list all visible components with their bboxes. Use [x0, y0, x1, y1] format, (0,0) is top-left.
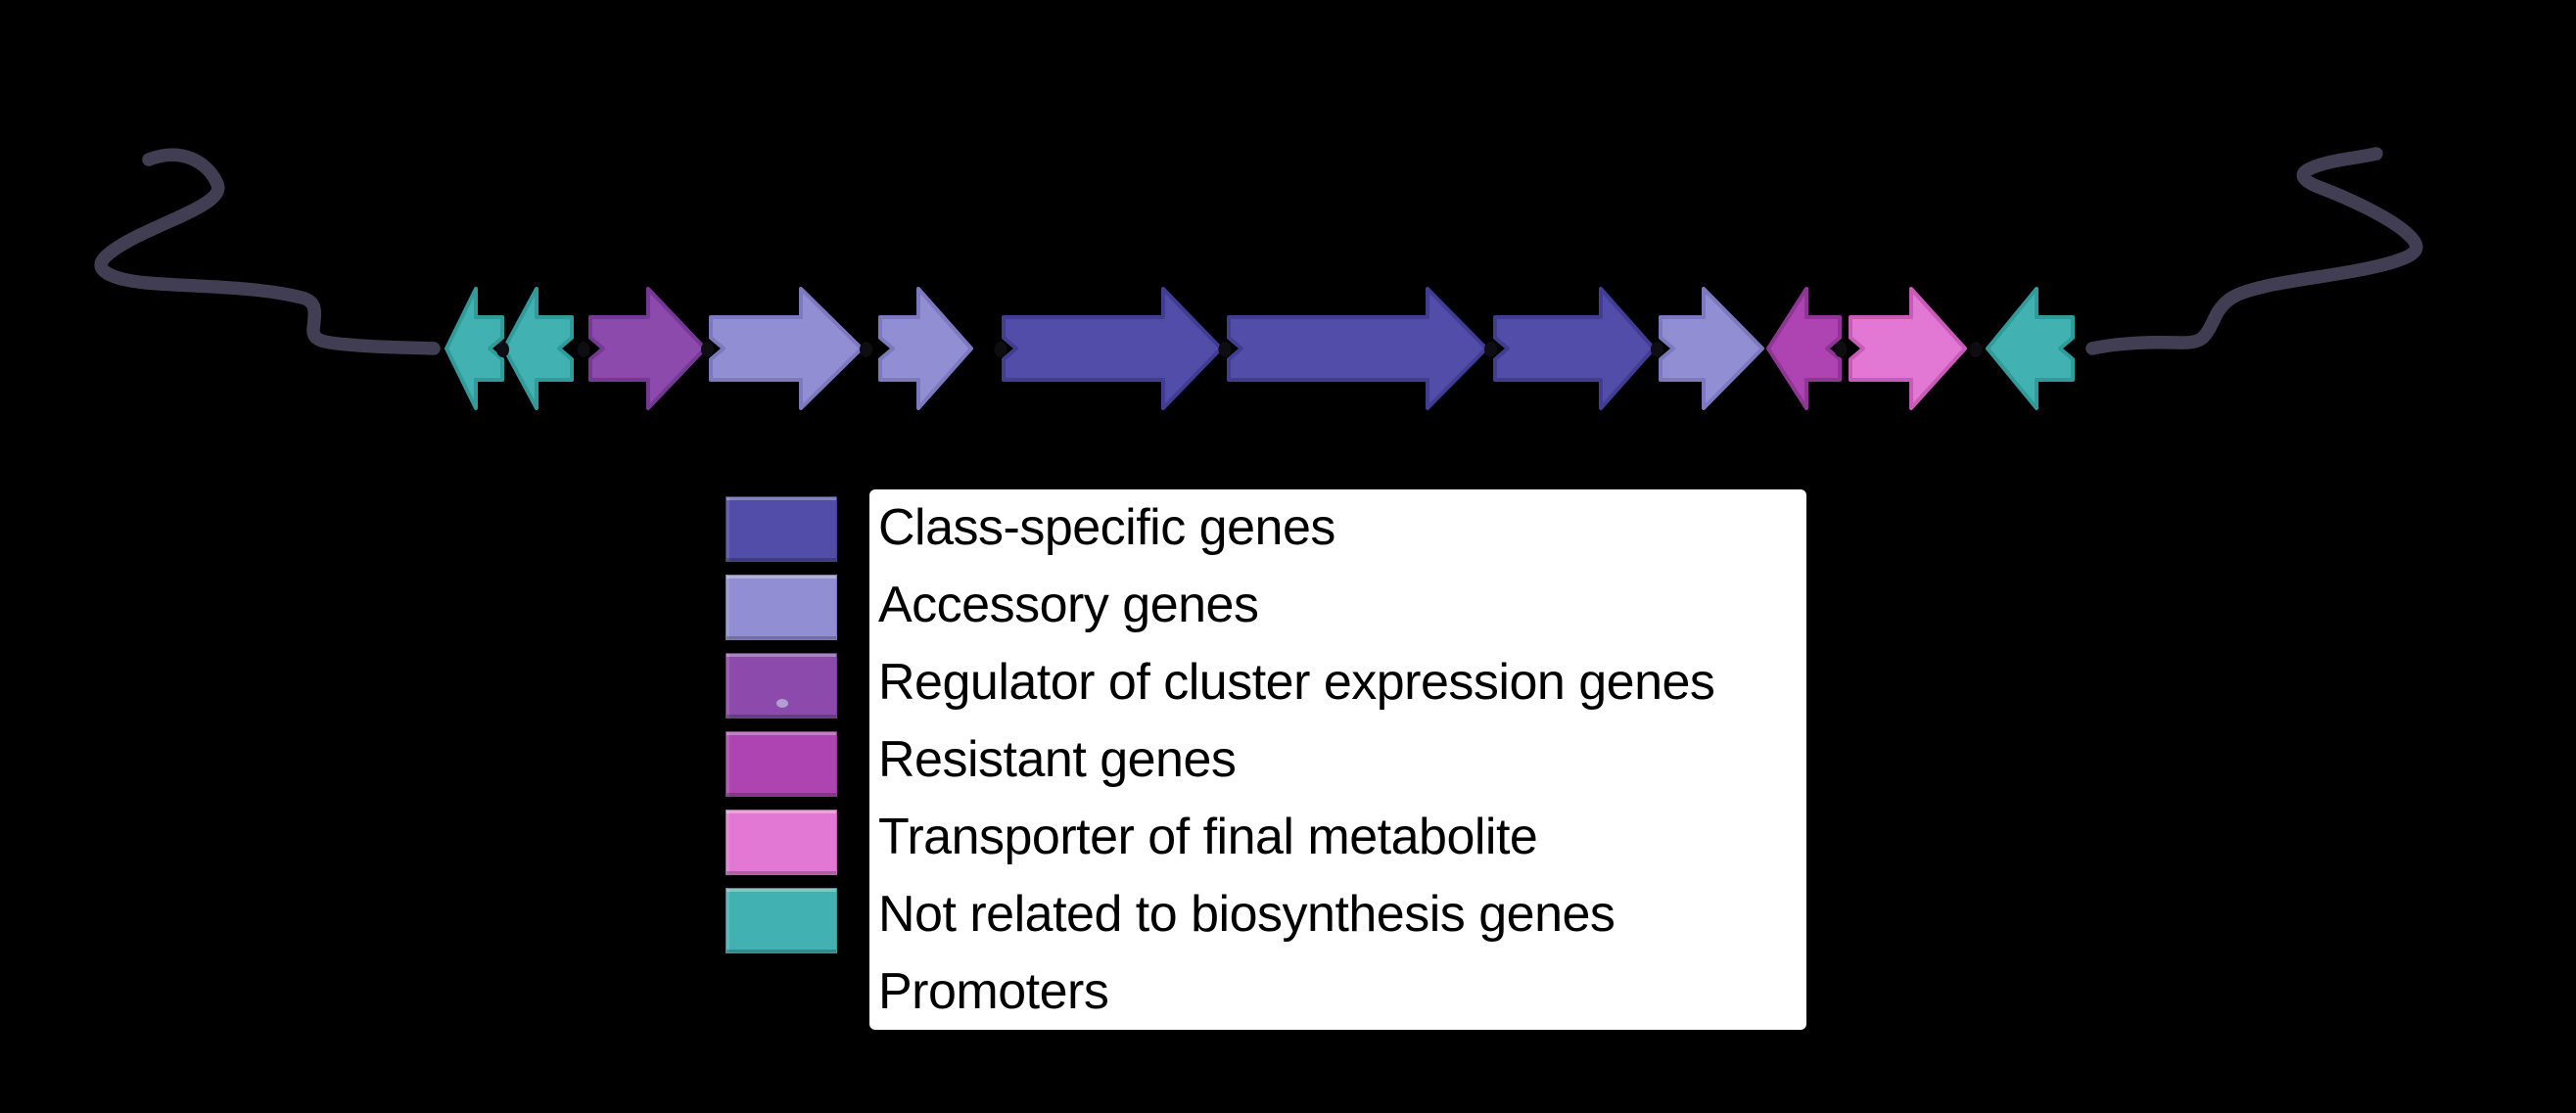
dna-squiggle-left — [94, 148, 441, 355]
legend-swatch-not_related — [726, 888, 837, 953]
artifact-dot — [776, 699, 788, 708]
legend-row-class_specific: Class-specific genes — [869, 489, 1806, 567]
gene-arrow-1-not_related — [445, 287, 504, 410]
legend-label: Accessory genes — [878, 577, 1259, 634]
gene-arrow-12-not_related — [1986, 287, 2075, 410]
legend-label: Not related to biosynthesis genes — [878, 885, 1616, 943]
promoter-dot — [496, 342, 509, 357]
gene-arrow-3-regulator — [588, 287, 707, 410]
gene-arrow-10-resistant — [1766, 287, 1842, 410]
legend-label: Promoters — [878, 962, 1109, 1020]
gene-arrow-9-accessory — [1659, 287, 1764, 410]
promoter-dot — [1218, 342, 1232, 357]
promoter-dot — [1651, 342, 1663, 357]
legend-row-accessory: Accessory genes — [869, 567, 1806, 644]
gene-arrow-5-accessory — [878, 287, 973, 410]
legend-swatch-accessory — [726, 575, 837, 640]
legend-label: Regulator of cluster expression genes — [878, 654, 1715, 712]
promoter-dot — [577, 342, 590, 357]
gene-arrow-7-class_specific — [1227, 287, 1488, 410]
legend-row-regulator: Regulator of cluster expression genes — [869, 644, 1806, 721]
legend-row-transporter: Transporter of final metabolite — [869, 798, 1806, 875]
legend-swatch-class_specific — [726, 496, 837, 562]
legend-swatch-transporter — [726, 810, 837, 875]
promoter-dot — [1969, 342, 1983, 357]
promoter-dot — [1834, 342, 1848, 357]
legend-label: Transporter of final metabolite — [878, 808, 1538, 865]
promoter-dot — [701, 342, 714, 357]
dna-squiggle-right — [2085, 147, 2423, 355]
legend-swatch-regulator — [726, 653, 837, 719]
gene-arrow-6-class_specific — [1002, 287, 1223, 410]
legend-row-resistant: Resistant genes — [869, 721, 1806, 799]
gene-arrow-2-not_related — [502, 287, 574, 410]
promoter-dot — [994, 342, 1007, 357]
legend-row-not_related: Not related to biosynthesis genes — [869, 875, 1806, 952]
gene-arrow-11-transporter — [1849, 287, 1967, 410]
gene-arrow-8-class_specific — [1493, 287, 1656, 410]
promoter-dot — [860, 342, 872, 357]
legend-label: Resistant genes — [878, 731, 1237, 788]
gene-arrow-4-accessory — [709, 287, 864, 410]
legend-row-promoter: Promoters — [869, 952, 1806, 1030]
legend-swatch-promoter — [726, 966, 835, 1030]
legend-label: Class-specific genes — [878, 499, 1335, 557]
promoter-dot — [1484, 342, 1497, 357]
legend-swatch-resistant — [726, 731, 837, 797]
